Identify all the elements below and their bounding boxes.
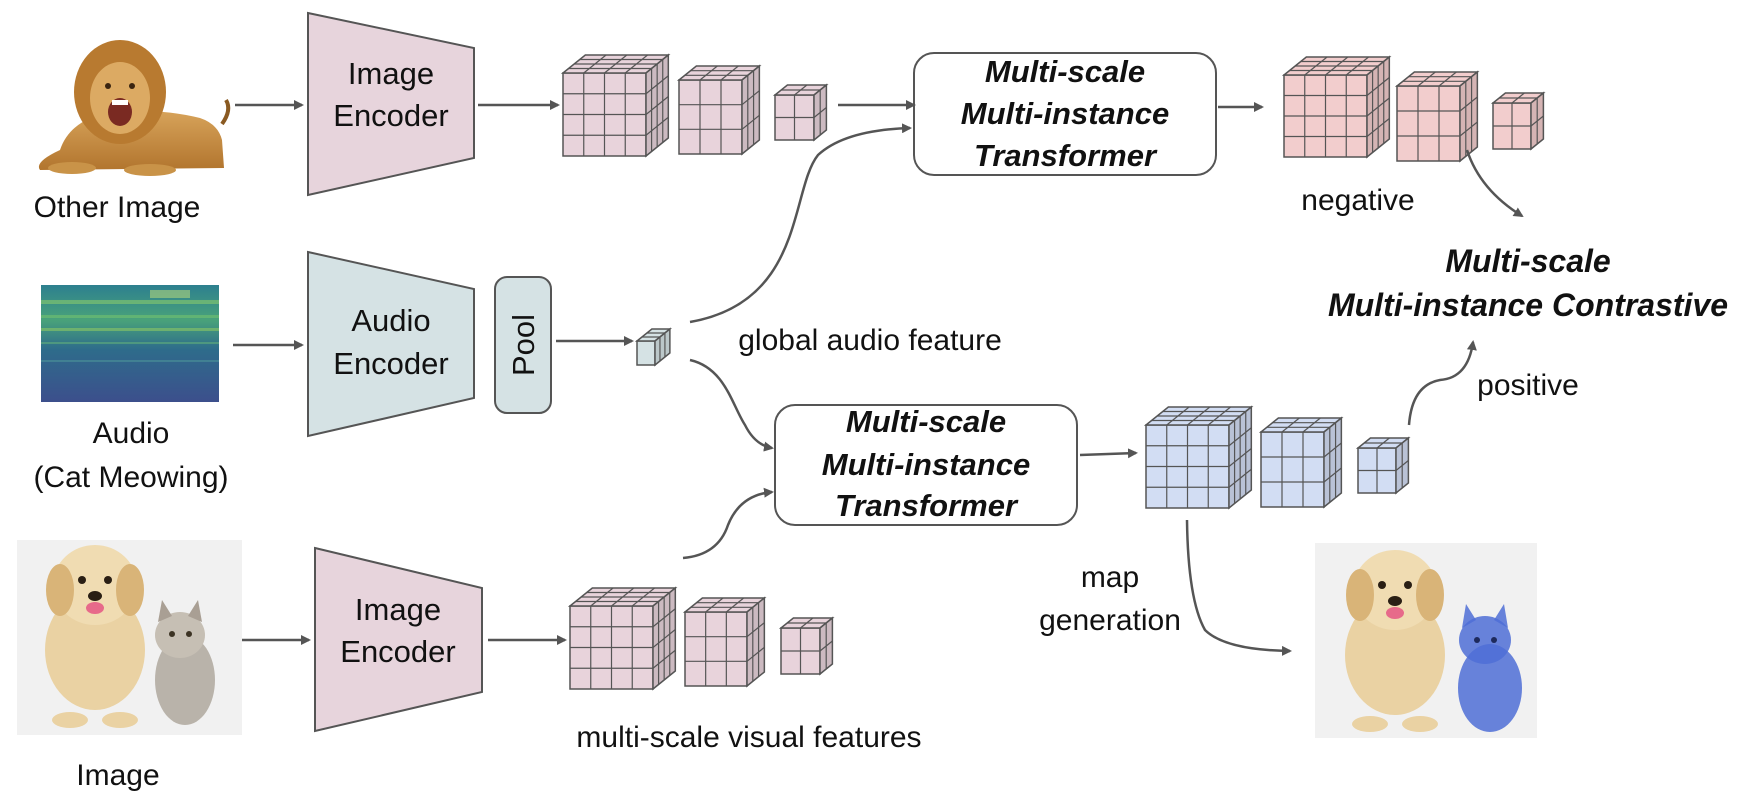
svg-text:Image: Image: [348, 56, 434, 91]
svg-text:Multi-scale: Multi-scale: [846, 404, 1006, 439]
label-positive: positive: [1477, 369, 1579, 402]
arrow-map-generation: [1185, 519, 1292, 656]
audio-spectrogram: [41, 285, 219, 402]
label-image: Image: [76, 759, 159, 792]
visual-feature-cube-medium: [682, 596, 767, 688]
transformer-bottom: Multi-scale Multi-instance Transformer: [774, 404, 1078, 526]
label-multi-scale-visual-features: multi-scale visual features: [576, 721, 921, 754]
svg-text:Image: Image: [355, 592, 441, 627]
feature-cube-top-medium: [676, 64, 762, 156]
svg-text:Transformer: Transformer: [974, 138, 1158, 173]
arrows: [233, 100, 1524, 656]
svg-text:Multi-instance: Multi-instance: [822, 447, 1030, 482]
image-encoder-bottom: Image Encoder: [314, 546, 483, 733]
arrow-negative-to-contrastive: [1465, 149, 1524, 218]
positive-cube-large: [1143, 405, 1254, 510]
lion-image: [38, 40, 231, 176]
label-audio: Audio: [93, 417, 170, 450]
positive-cube-medium: [1258, 416, 1344, 509]
svg-text:Encoder: Encoder: [333, 346, 448, 381]
positive-cube-small: [1355, 436, 1411, 495]
svg-text:Multi-instance: Multi-instance: [961, 96, 1169, 131]
arrow-audio-feature-to-transformer-top: [689, 123, 912, 324]
svg-text:Audio: Audio: [351, 303, 430, 338]
svg-text:Multi-instance Contrastive: Multi-instance Contrastive: [1328, 287, 1728, 323]
global-audio-feature-cube: [634, 327, 673, 367]
image-encoder-top: Image Encoder: [307, 11, 475, 197]
feature-cubes: [560, 53, 1546, 691]
label-generation: generation: [1039, 604, 1181, 637]
arrow-positive-to-contrastive: [1407, 340, 1477, 426]
arrow-visual-features-to-transformer-bottom: [682, 487, 774, 560]
svg-text:Transformer: Transformer: [835, 488, 1019, 523]
negative-cube-large: [1281, 55, 1392, 159]
label-other-image: Other Image: [34, 191, 201, 224]
feature-cube-top-large: [560, 53, 671, 158]
visual-feature-cube-large: [567, 586, 678, 691]
label-audio-cat-meowing: (Cat Meowing): [33, 461, 228, 494]
feature-cube-top-small: [772, 83, 829, 142]
svg-text:Multi-scale: Multi-scale: [985, 54, 1145, 89]
label-map: map: [1081, 561, 1139, 594]
svg-text:Encoder: Encoder: [333, 98, 448, 133]
negative-cube-medium: [1394, 70, 1480, 163]
visual-feature-cube-small: [778, 616, 835, 676]
negative-cube-small: [1490, 91, 1546, 151]
arrow-transformer-to-positive: [1079, 448, 1138, 459]
audio-encoder: Audio Encoder: [307, 250, 475, 438]
svg-text:Encoder: Encoder: [340, 634, 455, 669]
label-negative: negative: [1301, 184, 1414, 217]
contrastive-objective: Multi-scale Multi-instance Contrastive: [1328, 243, 1728, 323]
label-global-audio-feature: global audio feature: [738, 324, 1002, 357]
svg-text:Pool: Pool: [506, 314, 541, 376]
localization-result-image: [1315, 543, 1537, 738]
dog-cat-image: [17, 540, 242, 735]
arrow-audio-feature-to-transformer-bottom: [689, 358, 774, 452]
transformer-top: Multi-scale Multi-instance Transformer: [913, 52, 1217, 176]
cat-mask-overlay: [1458, 604, 1522, 732]
pool-block: Pool: [494, 276, 552, 414]
svg-text:Multi-scale: Multi-scale: [1445, 243, 1610, 279]
